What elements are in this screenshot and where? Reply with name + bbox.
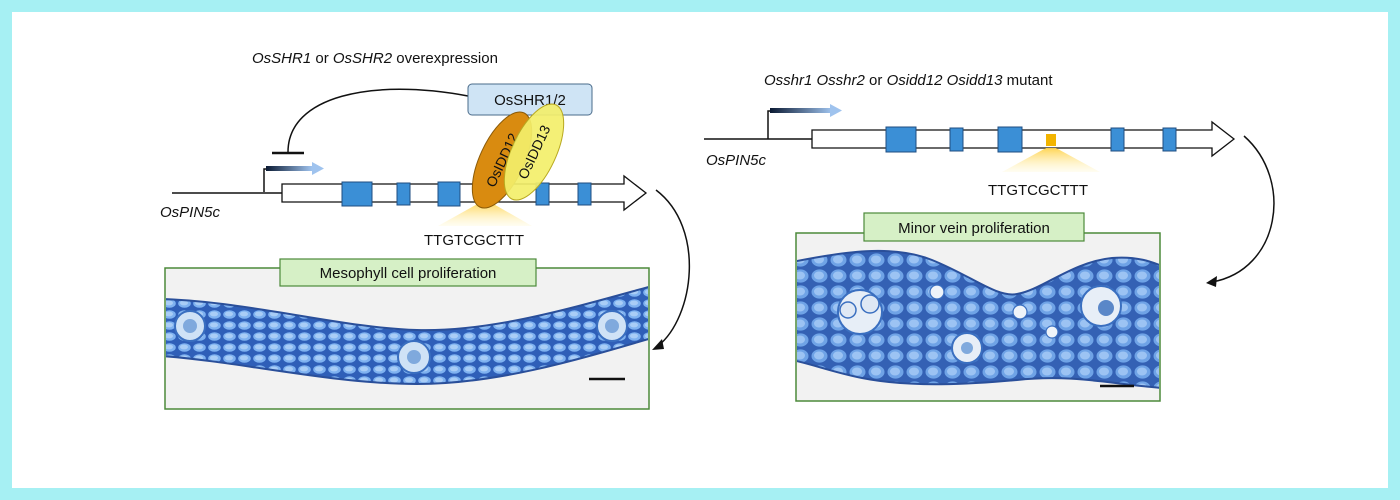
left-title-or: or	[311, 50, 333, 67]
right-gene-body	[811, 120, 1236, 158]
right-tss-arrowhead	[830, 104, 842, 117]
diagram-canvas: OsSHR1 or OsSHR2 overexpression TTGTCGCT…	[160, 50, 1275, 410]
right-title: Osshr1 Osshr2 or Osidd12 Osidd13 mutant	[764, 72, 1053, 89]
right-title-gene2: Osidd12 Osidd13	[887, 72, 1004, 89]
left-tss-arrowhead	[312, 162, 324, 175]
left-motif-callout	[438, 202, 532, 226]
right-title-gene1: Osshr1 Osshr2	[764, 72, 866, 89]
right-phenotype-box	[863, 212, 1085, 242]
left-phenotype-label: Mesophyll cell proliferation	[320, 265, 497, 282]
right-curved-arrow	[1211, 135, 1275, 283]
left-title-gene1: OsSHR1	[252, 50, 311, 67]
figure-panel: OsSHR1 or OsSHR2 overexpression TTGTCGCT…	[12, 12, 1388, 488]
left-tss-arrow-shaft	[266, 166, 312, 171]
left-title-gene2: OsSHR2	[333, 50, 393, 67]
right-micrograph-tissue	[797, 249, 1159, 389]
right-exon-3	[997, 126, 1023, 153]
right-motif-sequence: TTGTCGCTTT	[988, 182, 1088, 199]
right-motif-callout	[1002, 148, 1100, 172]
left-curved-arrow	[655, 189, 691, 347]
right-title-or: or	[865, 72, 887, 89]
left-gene-body	[281, 174, 648, 212]
right-phenotype-label: Minor vein proliferation	[898, 220, 1050, 237]
left-motif-sequence: TTGTCGCTTT	[424, 232, 524, 249]
left-exon-5	[577, 182, 592, 206]
right-motif-site	[1046, 134, 1056, 146]
left-title-suffix: overexpression	[392, 50, 498, 67]
repression-line	[287, 88, 469, 153]
left-exon-4	[535, 182, 550, 206]
left-exon-1	[341, 181, 373, 207]
ellipse-osidd13: OsIDD13	[503, 103, 565, 201]
protein-box-osshr	[467, 83, 593, 116]
left-title: OsSHR1 or OsSHR2 overexpression	[252, 50, 498, 67]
right-exon-4	[1110, 127, 1125, 152]
left-gene-label: OsPIN5c	[160, 204, 221, 221]
right-exon-1	[885, 126, 917, 153]
right-tss-arrow-shaft	[770, 108, 832, 113]
left-curved-arrowhead	[652, 339, 664, 350]
left-exon-2	[396, 182, 411, 206]
right-gene-label: OsPIN5c	[706, 152, 767, 169]
right-exon-2	[949, 127, 964, 152]
left-phenotype-box	[279, 258, 537, 287]
right-title-suffix: mutant	[1002, 72, 1053, 89]
right-curved-arrowhead	[1206, 276, 1217, 287]
right-exon-5	[1162, 127, 1177, 152]
left-exon-3	[437, 181, 461, 207]
left-micrograph-tissue	[166, 286, 648, 386]
